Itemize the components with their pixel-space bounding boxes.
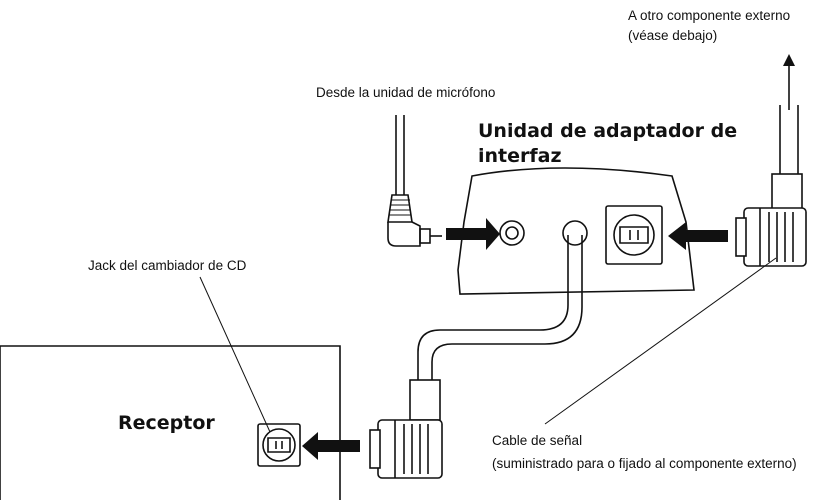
adapter-cable-port	[562, 220, 588, 246]
external-up-arrow	[783, 54, 795, 66]
external-component-note: (véase debajo)	[628, 28, 717, 43]
receiver-cd-jack	[257, 423, 301, 467]
mic-cable-plug	[387, 115, 442, 247]
cd-jack-label: Jack del cambiador de CD	[88, 258, 247, 273]
interface-adapter-unit	[457, 167, 695, 295]
external-insert-arrow	[668, 222, 728, 250]
adapter-external-jack	[605, 205, 663, 265]
mic-jack	[499, 220, 525, 246]
external-cable	[779, 54, 799, 176]
mic-insert-arrow	[446, 218, 500, 250]
external-side-connector	[735, 173, 807, 267]
signal-cable-leader	[544, 257, 777, 425]
cd-jack-leader	[199, 276, 271, 433]
receiver-label: Receptor	[118, 412, 215, 434]
receiver-side-connector	[369, 379, 443, 479]
signal-cable-label: Cable de señal	[492, 433, 582, 448]
signal-cable-note: (suministrado para o fijado al component…	[492, 456, 797, 471]
adapter-title-line1: Unidad de adaptador de	[478, 120, 737, 142]
adapter-to-receiver-cable	[417, 235, 569, 382]
external-component-label: A otro componente externo	[628, 8, 790, 23]
receiver-insert-arrow	[302, 432, 360, 460]
mic-unit-label: Desde la unidad de micrófono	[316, 85, 495, 100]
adapter-title-line2: interfaz	[478, 145, 562, 167]
receiver-unit: Receptor	[0, 345, 341, 500]
